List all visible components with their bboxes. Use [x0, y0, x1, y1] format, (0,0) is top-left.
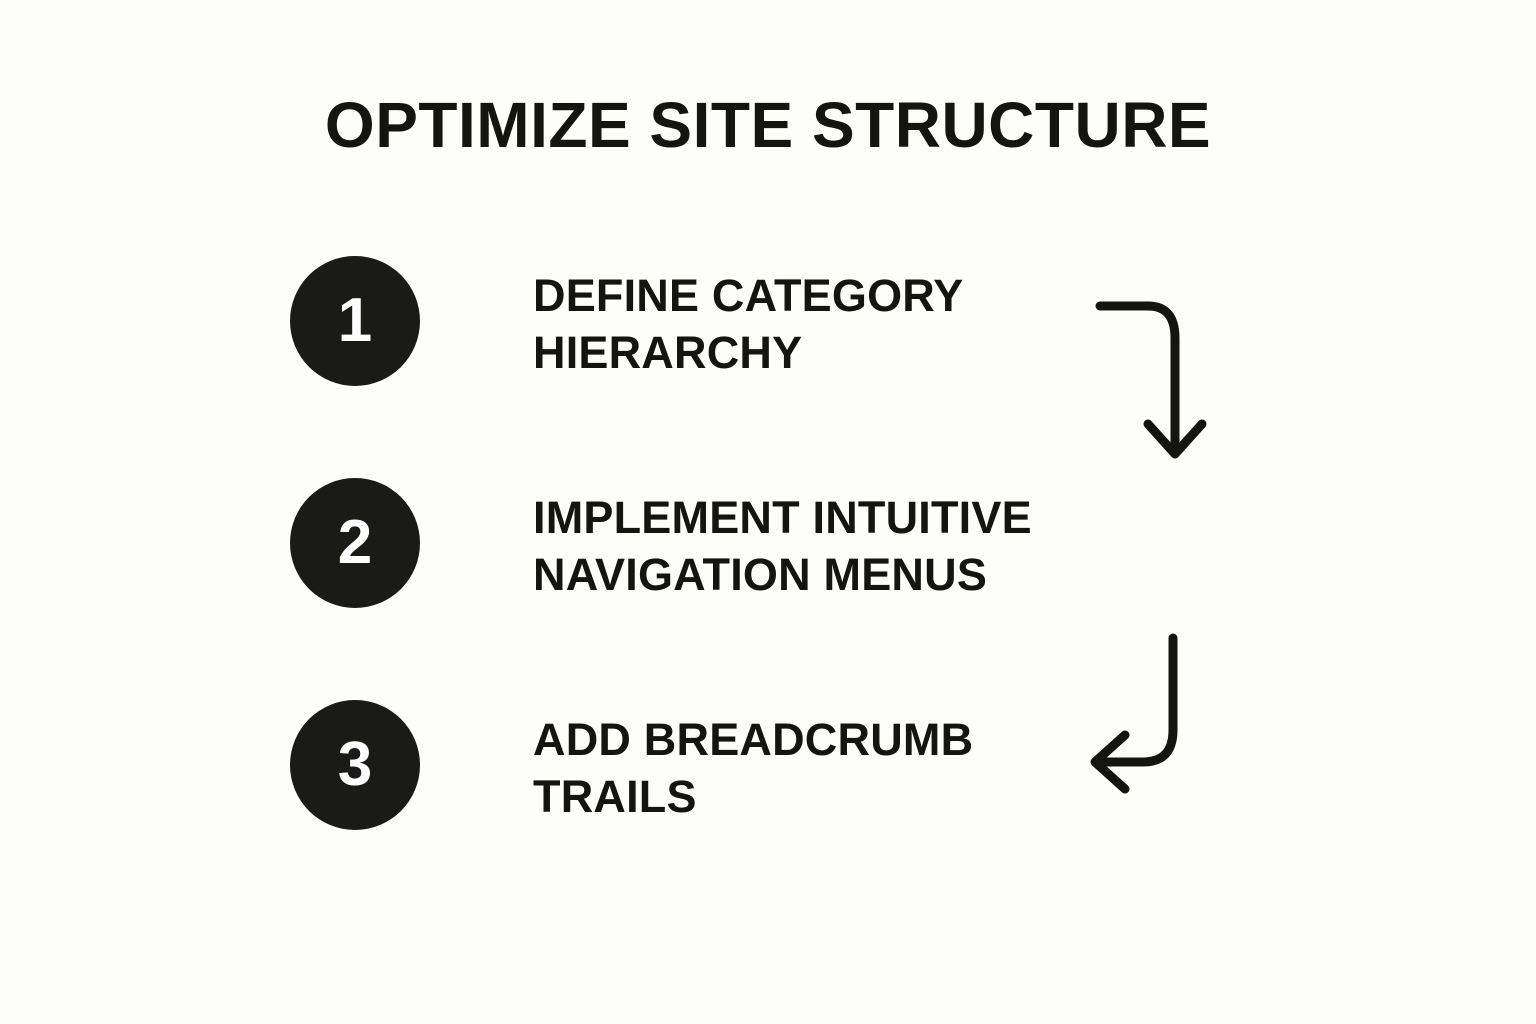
step-label-2: IMPLEMENT INTUITIVE NAVIGATION MENUS [533, 492, 1032, 600]
arrow-down-icon [1095, 301, 1207, 459]
page-title: OPTIMIZE SITE STRUCTURE [324, 89, 1212, 161]
step-number-badge-3: 3 [290, 700, 420, 830]
step-item-2: 2 IMPLEMENT INTUITIVE NAVIGATION MENUS [290, 478, 1032, 608]
arrow-left-icon [1090, 633, 1178, 794]
step-number-badge-1: 1 [290, 256, 420, 386]
step-number-badge-2: 2 [290, 478, 420, 608]
step-label-1: DEFINE CATEGORY HIERARCHY [533, 270, 964, 378]
step-item-1: 1 DEFINE CATEGORY HIERARCHY [290, 256, 964, 386]
step-item-3: 3 ADD BREADCRUMB TRAILS [290, 700, 973, 830]
step-label-3: ADD BREADCRUMB TRAILS [533, 714, 974, 822]
